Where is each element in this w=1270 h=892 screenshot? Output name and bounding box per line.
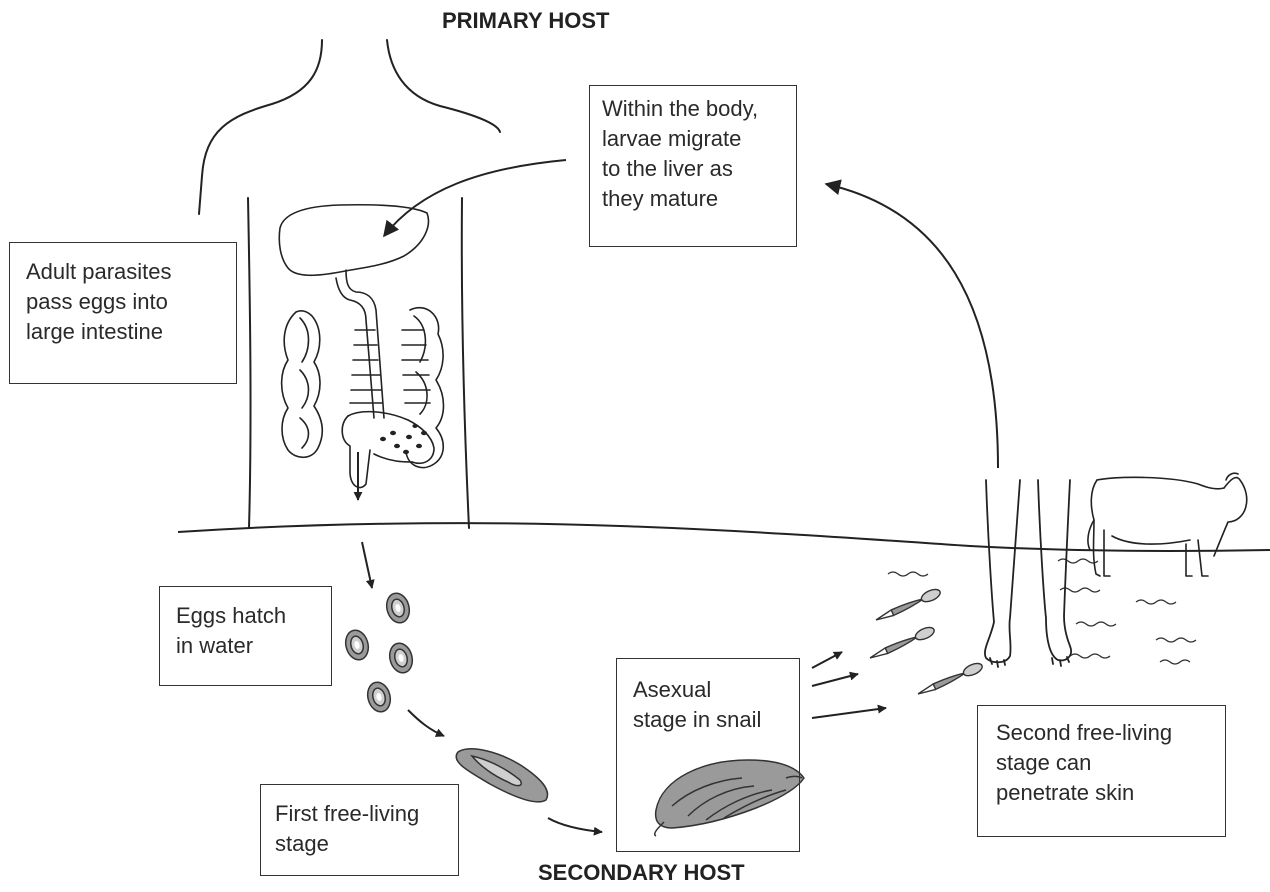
label-eggs-hatch: Eggs hatch in water [159,586,332,686]
label-asexual-stage: Asexual stage in snail [616,658,800,852]
label-line: penetrate skin [996,778,1225,808]
eggs-to-first-stage-arrow [408,710,444,736]
label-second-free-living: Second free-living stage can penetrate s… [977,705,1226,837]
label-line: stage [275,829,458,859]
snail-to-cercariae-arrows [812,652,886,718]
eggs [342,591,415,715]
secondary-host-heading: SECONDARY HOST [538,860,745,886]
ground-line [178,523,1270,551]
label-line: pass eggs into [26,287,236,317]
label-line: to the liver as [602,154,796,184]
cow [1088,473,1247,576]
label-line: larvae migrate [602,124,796,154]
label-line: large intestine [26,317,236,347]
label-line: stage in snail [633,705,799,735]
to-eggs-arrow [362,542,372,588]
human-legs [985,480,1071,667]
egg-dots [380,424,427,454]
migration-arrow [826,184,998,468]
label-first-free-living: First free-living stage [260,784,459,876]
label-line: Within the body, [602,94,796,124]
to-liver-arrow [384,160,566,236]
label-within-body: Within the body, larvae migrate to the l… [589,85,797,247]
label-line: Adult parasites [26,257,236,287]
label-line: stage can [996,748,1225,778]
label-line: First free-living [275,799,458,829]
label-line: in water [176,631,331,661]
first-stage-to-snail-arrow [548,818,602,832]
label-line: Second free-living [996,718,1225,748]
primary-host-heading: PRIMARY HOST [442,8,609,34]
label-adult-parasites: Adult parasites pass eggs into large int… [9,242,237,384]
miracidium [456,749,547,802]
liver [279,205,428,276]
label-line: Eggs hatch [176,601,331,631]
label-line: Asexual [633,675,799,705]
label-line: they mature [602,184,796,214]
cercariae [868,587,984,699]
